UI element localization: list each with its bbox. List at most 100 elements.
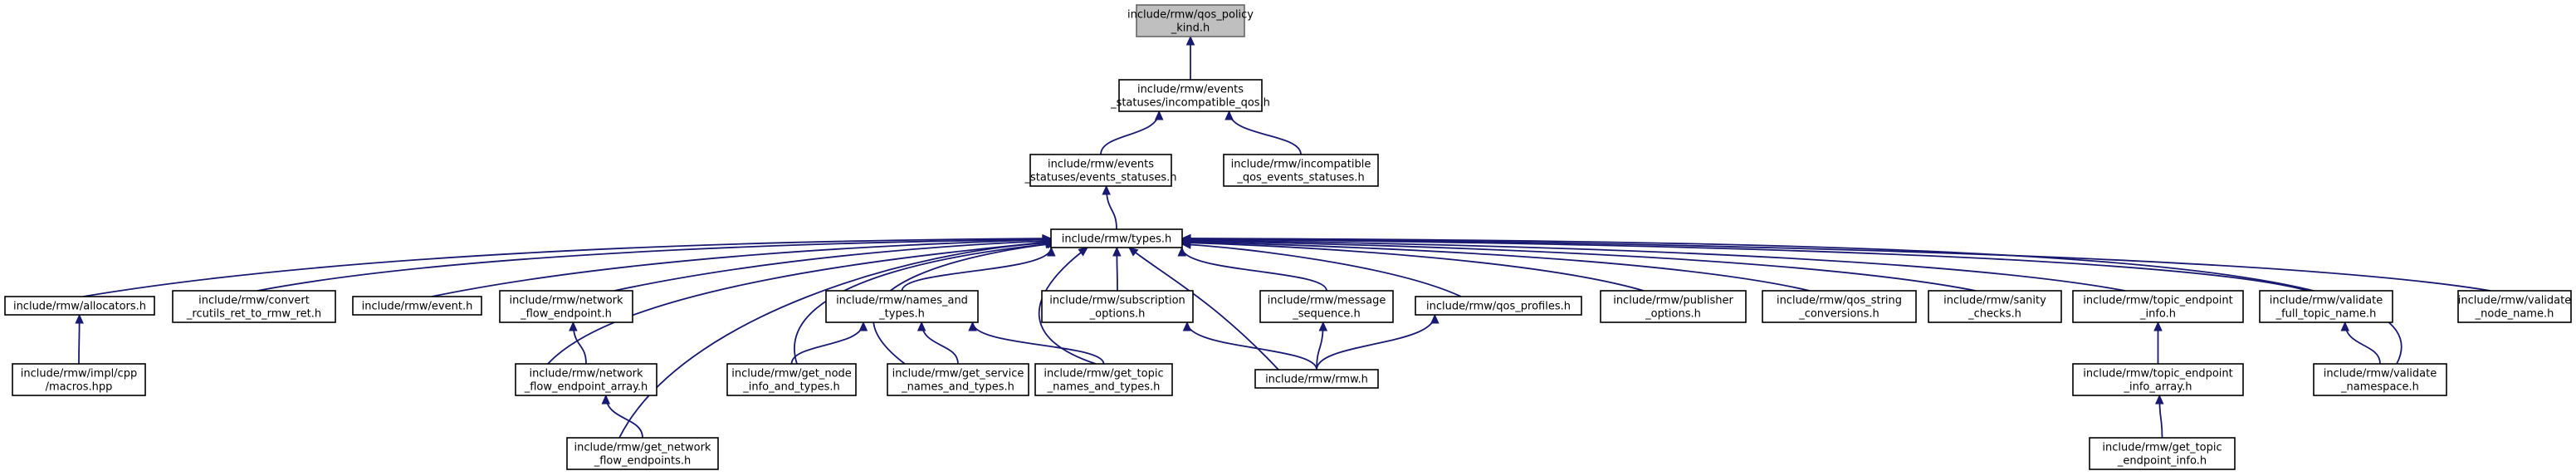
node-box[interactable] (1118, 79, 1263, 112)
arrowhead-icon (1078, 247, 1088, 257)
edges-layer (75, 35, 2491, 439)
node-label-line: include/rmw/topic_endpoint (2083, 295, 2232, 307)
graph-node-get-service-names-and-types[interactable]: include/rmw/get_service_names_and_types.… (887, 363, 1029, 396)
node-label-line: include/rmw/message (1268, 295, 1386, 307)
node-box[interactable] (515, 363, 657, 396)
node-label-line: include/rmw/qos_profiles.h (1426, 301, 1571, 313)
node-box[interactable] (1223, 154, 1379, 187)
edge-line (1181, 238, 2402, 365)
graph-node-validate-namespace[interactable]: include/rmw/validate_namespace.h (2313, 363, 2447, 396)
edge-line (873, 243, 1057, 365)
node-label-line: include/rmw/get_service (892, 368, 1024, 380)
node-label-line: include/rmw/events (1137, 84, 1244, 96)
graph-node-incompatible-qos[interactable]: include/rmw/events_statuses/incompatible… (1110, 79, 1270, 112)
arrowhead-icon (1047, 246, 1056, 257)
edge-line (790, 321, 864, 365)
graph-node-validate-full-topic-name[interactable]: include/rmw/validate_full_topic_name.h (2259, 290, 2393, 323)
node-box[interactable] (1415, 296, 1582, 316)
edge-get-network-flow-endpoints-to-network-flow-endpoint-array (601, 394, 643, 439)
graph-node-get-node-info-and-types[interactable]: include/rmw/get_node_info_and_types.h (726, 363, 857, 396)
node-box[interactable] (1136, 4, 1245, 37)
graph-node-qos-profiles[interactable]: include/rmw/qos_profiles.h (1415, 296, 1582, 316)
node-label-line: _names_and_types.h (901, 381, 1014, 394)
graph-node-publisher-options[interactable]: include/rmw/publisher_options.h (1600, 290, 1747, 323)
graph-node-names-and-types[interactable]: include/rmw/names_and_types.h (825, 290, 979, 323)
node-box[interactable] (726, 363, 857, 396)
node-box[interactable] (2072, 363, 2244, 396)
node-label-line: include/rmw/qos_policy (1127, 9, 1254, 22)
node-box[interactable] (1041, 290, 1194, 323)
edge-line (1181, 242, 1645, 292)
graph-node-network-flow-endpoint[interactable]: include/rmw/network_flow_endpoint.h (499, 290, 633, 323)
graph-node-validate-node-name[interactable]: include/rmw/validate_node_name.h (2457, 290, 2572, 323)
node-box[interactable] (1034, 363, 1173, 396)
node-box[interactable] (1254, 369, 1379, 389)
edge-line (1228, 110, 1302, 155)
node-label-line: _flow_endpoint.h (520, 308, 612, 321)
graph-node-subscription-options[interactable]: include/rmw/subscription_options.h (1041, 290, 1194, 323)
graph-node-event[interactable]: include/rmw/event.h (352, 296, 482, 316)
arrowhead-icon (968, 321, 977, 331)
node-box[interactable] (12, 363, 146, 396)
node-box[interactable] (1029, 154, 1172, 187)
arrowhead-icon (601, 394, 611, 405)
nodes-layer: include/rmw/qos_policy_kind.hinclude/rmw… (4, 4, 2572, 470)
graph-node-types[interactable]: include/rmw/types.h (1050, 228, 1183, 248)
edge-line (1181, 239, 2126, 292)
edge-get-topic-endpoint-info-to-topic-endpoint-info-array (2154, 394, 2164, 439)
graph-node-topic-endpoint-info[interactable]: include/rmw/topic_endpoint_info.h (2072, 290, 2244, 323)
graph-node-qos-policy-kind[interactable]: include/rmw/qos_policy_kind.h (1127, 4, 1254, 37)
node-label-line: include/rmw/qos_string (1777, 295, 1902, 307)
node-box[interactable] (2259, 290, 2393, 323)
graph-node-rmw[interactable]: include/rmw/rmw.h (1254, 369, 1379, 389)
arrowhead-icon (1180, 233, 1191, 243)
node-label-line: include/rmw/allocators.h (13, 301, 146, 313)
graph-node-get-network-flow-endpoints[interactable]: include/rmw/get_network_flow_endpoints.h (566, 437, 719, 470)
graph-node-events-statuses[interactable]: include/rmw/events_statuses/events_statu… (1024, 154, 1177, 187)
node-label-line: include/rmw/get_network (574, 442, 711, 454)
node-box[interactable] (2457, 290, 2572, 323)
node-box[interactable] (1050, 228, 1183, 248)
graph-node-convert-rcutils[interactable]: include/rmw/convert_rcutils_ret_to_rmw_r… (172, 290, 336, 323)
edge-types-to-events-statuses (1102, 184, 1117, 230)
node-label-line: include/rmw/rmw.h (1265, 374, 1368, 386)
arrowhead-icon (2340, 321, 2350, 331)
graph-node-message-sequence[interactable]: include/rmw/message_sequence.h (1259, 290, 1394, 323)
node-box[interactable] (2072, 290, 2244, 323)
edge-line (794, 243, 1055, 365)
edge-message-sequence-to-types (1177, 246, 1327, 292)
node-box[interactable] (352, 296, 482, 316)
node-box[interactable] (4, 296, 155, 316)
node-box[interactable] (887, 363, 1029, 396)
node-box[interactable] (1259, 290, 1394, 323)
graph-node-topic-endpoint-info-array[interactable]: include/rmw/topic_endpoint_info_array.h (2072, 363, 2244, 396)
graph-node-allocators[interactable]: include/rmw/allocators.h (4, 296, 155, 316)
node-label-line: include/rmw/topic_endpoint (2083, 368, 2232, 380)
node-box[interactable] (2089, 437, 2236, 470)
node-label-line: _info_and_types.h (742, 381, 840, 394)
graph-node-get-topic-names-and-types[interactable]: include/rmw/get_topic_names_and_types.h (1034, 363, 1173, 396)
node-box[interactable] (1600, 290, 1747, 323)
node-box[interactable] (1762, 290, 1917, 323)
node-label-line: _flow_endpoint_array.h (524, 381, 648, 394)
node-box[interactable] (1928, 290, 2062, 323)
graph-node-impl-cpp-macros[interactable]: include/rmw/impl/cpp/macros.hpp (12, 363, 146, 396)
edge-line (901, 247, 1053, 292)
node-label-line: include/rmw/convert (198, 295, 310, 307)
graph-node-qos-string-conversions[interactable]: include/rmw/qos_string_conversions.h (1762, 290, 1917, 323)
graph-node-get-topic-endpoint-info[interactable]: include/rmw/get_topic_endpoint_info.h (2089, 437, 2236, 470)
node-box[interactable] (172, 290, 336, 323)
graph-node-incompatible-qos-events-statuses[interactable]: include/rmw/incompatible_qos_events_stat… (1223, 154, 1379, 187)
arrowhead-icon (2153, 321, 2163, 331)
node-box[interactable] (499, 290, 633, 323)
node-box[interactable] (825, 290, 979, 323)
node-box[interactable] (2313, 363, 2447, 396)
node-label-line: include/rmw/publisher (1613, 295, 1733, 307)
graph-node-sanity-checks[interactable]: include/rmw/sanity_checks.h (1928, 290, 2062, 323)
node-box[interactable] (566, 437, 719, 470)
graph-node-network-flow-endpoint-array[interactable]: include/rmw/network_flow_endpoint_array.… (515, 363, 657, 396)
node-label-line: include/rmw/subscription (1049, 295, 1185, 307)
node-label-line: _options.h (1645, 308, 1701, 321)
edge-incompatible-qos-to-qos-policy-kind (1185, 35, 1195, 81)
